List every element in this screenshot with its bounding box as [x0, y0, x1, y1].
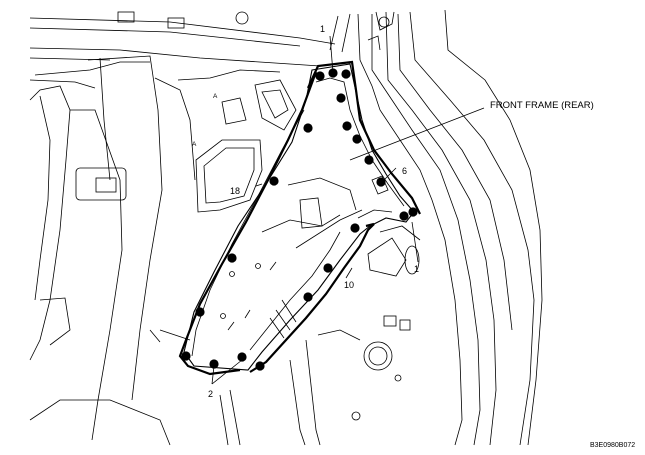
- weld-spots: [181, 68, 418, 371]
- leader-lines: [211, 35, 485, 385]
- weld-spot: [227, 253, 237, 263]
- callout-1-top: 1: [320, 24, 325, 34]
- callout-18: 18: [230, 186, 240, 196]
- weld-spot: [336, 93, 346, 103]
- weld-spot: [323, 263, 333, 273]
- weld-spot: [408, 207, 418, 217]
- weld-spot: [255, 361, 265, 371]
- weld-spot: [181, 351, 191, 361]
- callout-10: 10: [344, 280, 354, 290]
- weld-spot: [364, 155, 374, 165]
- panel-letter-b: A: [213, 93, 218, 100]
- weld-spot: [269, 176, 279, 186]
- weld-spot: [376, 177, 386, 187]
- weld-spot: [352, 134, 362, 144]
- weld-spot: [209, 359, 219, 369]
- weld-spot: [303, 292, 313, 302]
- background-structure: [29, 9, 543, 446]
- figure-code: B3E0980B072: [590, 442, 635, 449]
- weld-spot: [399, 211, 409, 221]
- weld-outline: [178, 60, 421, 376]
- weld-spot: [303, 123, 313, 133]
- weld-spot: [342, 121, 352, 131]
- panel-letter-a: A: [192, 141, 197, 148]
- weld-spot: [315, 71, 325, 81]
- weld-spot: [237, 352, 247, 362]
- callout-2: 2: [208, 389, 213, 399]
- front-frame-label: FRONT FRAME (REAR): [490, 100, 594, 111]
- weld-spot: [350, 223, 360, 233]
- callout-6: 6: [402, 166, 407, 176]
- callout-1-right: 1: [414, 264, 419, 274]
- weld-spot: [341, 69, 351, 79]
- weld-spot: [195, 307, 205, 317]
